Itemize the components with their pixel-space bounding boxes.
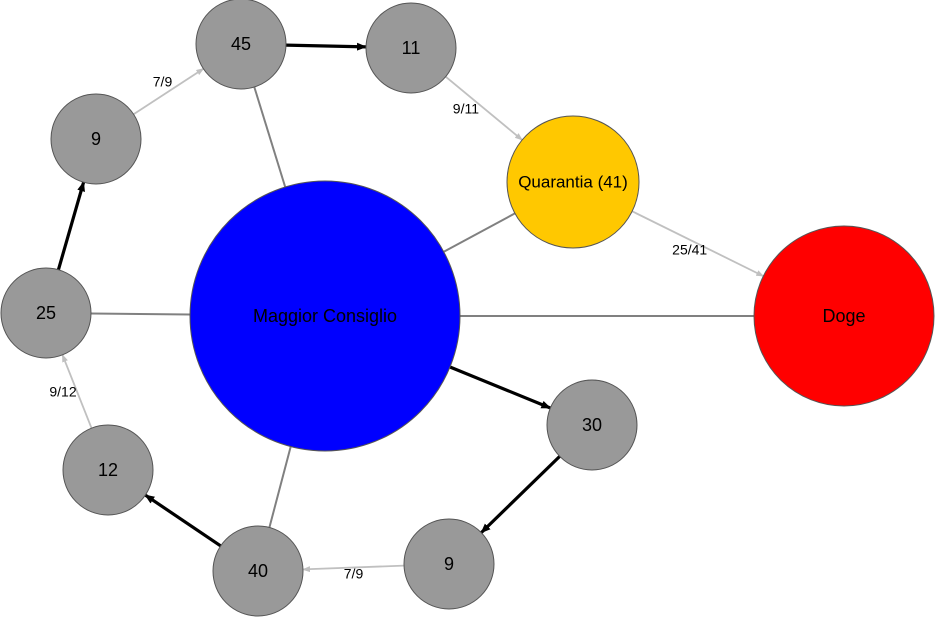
node-label-maggior: Maggior Consiglio [253,306,397,326]
node-circle-quarantia [506,115,640,249]
node-circle-doge [753,225,935,407]
node-n45: 45 [195,0,287,90]
edge-quarantia-to-doge [631,210,765,277]
edge-n9b-to-n40 [302,564,405,573]
edge-layer [56,42,765,573]
node-n12: 12 [62,424,154,516]
edge-n12-to-n25 [61,353,93,429]
edge-n45-to-n11 [285,42,367,51]
edge-maggior-to-n40 [268,446,292,528]
node-circle-n9a [50,93,142,185]
node-circle-maggior [189,180,461,452]
node-label-n25: 25 [36,303,56,323]
edge-label-n11-to-quarantia: 9/11 [453,100,479,116]
node-label-n11: 11 [402,38,421,58]
node-n40: 40 [212,525,304,617]
edge-maggior-to-quarantia [443,212,516,253]
node-circle-n12 [62,424,154,516]
node-label-n12: 12 [98,460,118,480]
node-quarantia: Quarantia (41) [506,115,640,249]
node-circle-n40 [212,525,304,617]
node-n30: 30 [546,379,638,471]
edge-label-n12-to-n25: 9/12 [49,384,76,400]
edge-label-n9a-to-n45: 7/9 [153,74,173,90]
node-circle-n11 [365,2,457,94]
edge-label-n9b-to-n40: 7/9 [344,566,364,582]
edge-label-layer: 7/9 9/12 7/9 9/11 25/41 [49,74,707,582]
node-n9b: 9 [403,518,495,610]
node-circle-n9b [403,518,495,610]
node-maggior: Maggior Consiglio [189,180,461,452]
node-n25: 25 [0,267,92,359]
node-circle-n25 [0,267,92,359]
edge-n9a-to-n45 [133,67,205,116]
node-n9a: 9 [50,93,142,185]
edge-maggior-to-n25 [90,312,191,316]
node-circle-n45 [195,0,287,90]
edge-n40-to-n12 [144,493,222,548]
edge-label-quarantia-to-doge: 25/41 [672,242,707,258]
node-label-n9b: 9 [444,554,454,574]
node-circle-n30 [546,379,638,471]
node-label-n9a: 9 [91,129,101,149]
node-label-n45: 45 [231,34,251,54]
node-label-n40: 40 [248,561,268,581]
node-label-n30: 30 [582,415,602,435]
edge-n30-to-n9b [480,455,561,534]
edge-n25-to-n9a [56,181,86,271]
edge-maggior-to-n45 [253,86,287,188]
node-label-quarantia: Quarantia (41) [518,173,628,192]
node-label-doge: Doge [822,306,865,326]
node-n11: 11 [365,2,457,94]
edge-n11-to-quarantia [445,76,523,141]
edge-maggior-to-n30 [449,365,552,410]
node-doge: Doge [753,225,935,407]
